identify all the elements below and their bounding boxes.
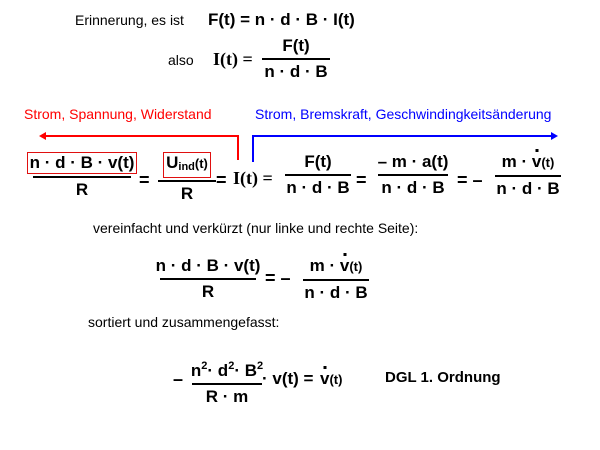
right-annotation-label: Strom, Bremskraft, Geschwindingkeitsände… bbox=[255, 106, 552, 122]
t-arg: (t) bbox=[329, 372, 343, 387]
center-current: I(t) = bbox=[233, 168, 273, 188]
simplified-lhs-fraction: n · d · B · v(t) R bbox=[156, 256, 261, 302]
v-dot-symbol: v bbox=[320, 369, 330, 388]
equals-minus-sign: = – bbox=[265, 268, 291, 288]
fraction-bar bbox=[495, 175, 561, 177]
term4-numerator: – m · a(t) bbox=[377, 152, 449, 171]
term2-denominator: R bbox=[180, 184, 194, 203]
u-symbol: U bbox=[166, 153, 179, 172]
sorted-rhs: v(t) bbox=[320, 369, 342, 389]
equals-sign: = bbox=[356, 170, 367, 190]
sorted-label: sortiert und zusammengefasst: bbox=[88, 314, 280, 330]
sorted-numerator: n2· d2· B2 bbox=[191, 356, 263, 381]
minus-sign: – bbox=[173, 369, 184, 389]
dgl-label: DGL 1. Ordnung bbox=[385, 369, 501, 386]
exponent: 2 bbox=[201, 360, 208, 372]
fraction-bar bbox=[160, 278, 256, 280]
fraction-bar bbox=[378, 174, 448, 176]
fraction-bar bbox=[158, 180, 216, 182]
t-arg: (t) bbox=[349, 259, 363, 274]
fraction-bar bbox=[303, 279, 369, 281]
term3-fraction: F(t) n · d · B bbox=[285, 152, 351, 198]
n-symbol: n bbox=[190, 361, 202, 380]
reminder-label: Erinnerung, es ist bbox=[75, 12, 184, 28]
left-annotation-label: Strom, Spannung, Widerstand bbox=[24, 106, 212, 122]
term5-numerator: m · v(t) bbox=[502, 152, 555, 173]
v-dot-symbol: v bbox=[339, 256, 350, 275]
simplified-label: vereinfacht und verkürzt (nur linke und … bbox=[93, 220, 419, 236]
also-label: also bbox=[168, 52, 194, 68]
b-symbol: · B bbox=[234, 361, 257, 380]
fraction-bar bbox=[262, 58, 330, 60]
ind-subscript: ind bbox=[178, 161, 195, 173]
term2-fraction: Uind(t) R bbox=[158, 152, 216, 204]
exponent: 2 bbox=[256, 360, 264, 372]
term5-denominator: n · d · B bbox=[496, 179, 560, 198]
v-dot-symbol: v bbox=[531, 152, 542, 171]
simplified-lhs-denominator: R bbox=[201, 282, 215, 301]
simplified-rhs-denominator: n · d · B bbox=[304, 283, 368, 302]
sorted-denominator: R · m bbox=[205, 387, 249, 406]
also-fraction: F(t) n · d · B bbox=[262, 36, 330, 82]
reminder-formula: F(t) = n · d · B · I(t) bbox=[208, 10, 355, 29]
simplified-rhs-fraction: m · v(t) n · d · B bbox=[303, 256, 369, 303]
sorted-middle: · v(t) = bbox=[262, 369, 314, 388]
sorted-fraction: n2· d2· B2 R · m bbox=[191, 356, 263, 407]
also-lhs: I(t) = bbox=[213, 49, 253, 69]
term2-numerator: Uind(t) bbox=[163, 152, 211, 178]
t-arg: (t) bbox=[541, 155, 555, 170]
also-numerator: F(t) bbox=[282, 36, 310, 55]
term5-fraction: m · v(t) n · d · B bbox=[495, 152, 561, 199]
term1-fraction: n · d · B · v(t) R bbox=[26, 152, 138, 200]
equals-sign: = bbox=[139, 170, 150, 190]
term3-denominator: n · d · B bbox=[286, 178, 350, 197]
d-symbol: · d bbox=[207, 361, 229, 380]
term4-fraction: – m · a(t) n · d · B bbox=[377, 152, 449, 198]
term1-numerator: n · d · B · v(t) bbox=[26, 152, 138, 174]
t-arg: (t) bbox=[194, 156, 208, 171]
fraction-bar bbox=[33, 176, 131, 178]
right-arrow-icon bbox=[252, 132, 558, 162]
m-symbol: m · bbox=[309, 256, 336, 275]
fraction-bar bbox=[192, 383, 262, 385]
m-symbol: m · bbox=[501, 152, 528, 171]
term3-numerator: F(t) bbox=[304, 152, 332, 171]
simplified-lhs-numerator: n · d · B · v(t) bbox=[155, 256, 261, 275]
exponent: 2 bbox=[228, 360, 235, 372]
fraction-bar bbox=[285, 174, 351, 176]
also-denominator: n · d · B bbox=[264, 62, 328, 81]
left-arrow-icon bbox=[39, 132, 239, 160]
equals-minus-sign: = – bbox=[457, 170, 483, 190]
term1-denominator: R bbox=[75, 180, 89, 199]
simplified-rhs-numerator: m · v(t) bbox=[310, 256, 363, 277]
equals-sign: = bbox=[216, 170, 227, 190]
term4-denominator: n · d · B bbox=[381, 178, 445, 197]
